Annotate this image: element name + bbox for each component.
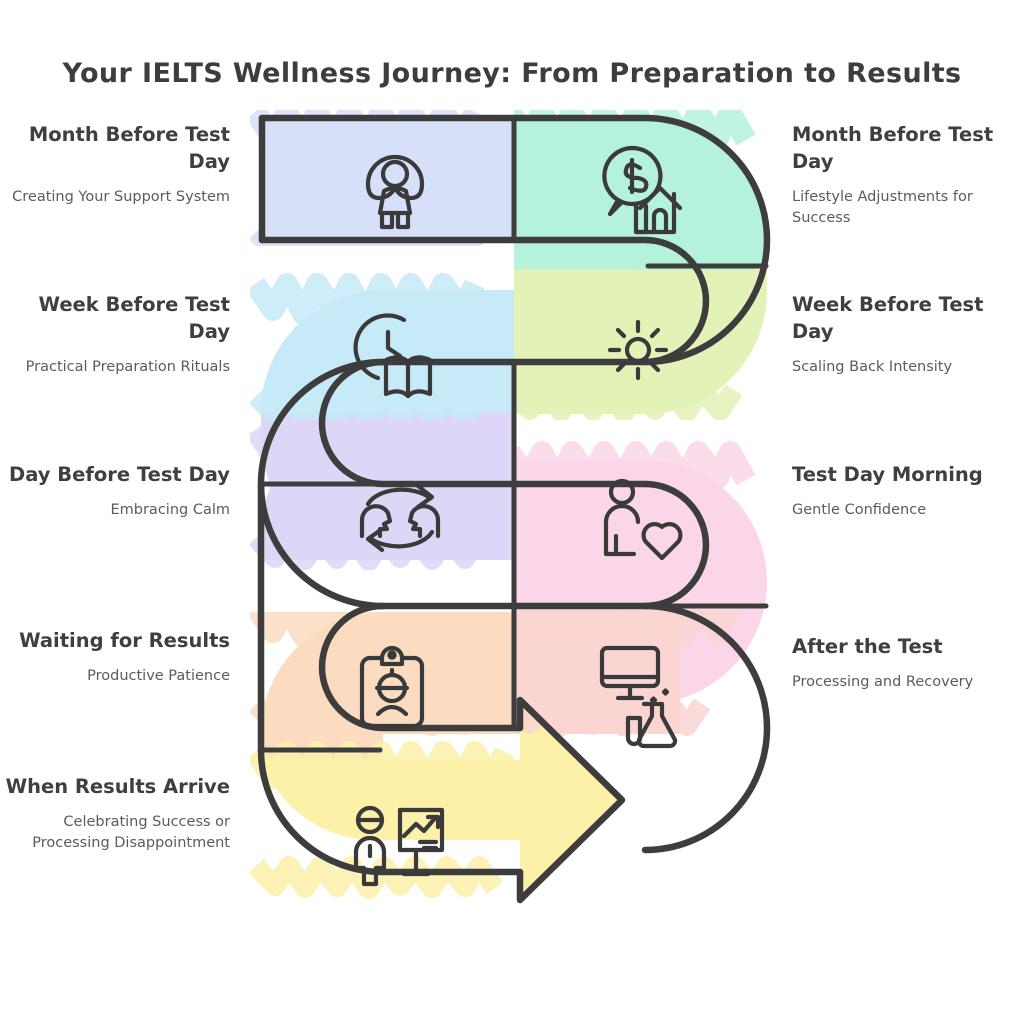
- stage-label-waiting-for-results: Waiting for Results Productive Patience: [0, 628, 249, 687]
- stage-subtitle: Creating Your Support System: [12, 188, 230, 205]
- stage-heading: Month Before Test Day: [792, 123, 994, 173]
- segment-fill-8: [261, 700, 620, 900]
- stage-subtitle: Productive Patience: [87, 667, 230, 684]
- two-heads-cycle-icon: [359, 483, 441, 553]
- person-presenting-chart-icon: [353, 805, 445, 887]
- stage-label-test-day-morning: Test Day Morning Gentle Confidence: [792, 462, 1022, 521]
- segment-dividers: [260, 117, 769, 753]
- stage-subtitle: Celebrating Success or Processing Disapp…: [32, 813, 230, 851]
- stage-subtitle: Lifestyle Adjustments for Success: [792, 188, 973, 226]
- clipboard-face-icon: [359, 645, 425, 729]
- person-heart-icon: [603, 478, 683, 561]
- stage-label-month-before-support: Month Before Test Day Creating Your Supp…: [0, 122, 249, 208]
- stage-label-week-before-scaling: Week Before Test Day Scaling Back Intens…: [792, 292, 1022, 378]
- segment-fill-0: [262, 118, 514, 240]
- stage-heading: When Results Arrive: [5, 775, 230, 798]
- stage-subtitle: Processing and Recovery: [792, 673, 974, 690]
- sun-icon: [607, 319, 669, 381]
- stage-label-month-before-lifestyle: Month Before Test Day Lifestyle Adjustme…: [792, 122, 1022, 229]
- stage-heading: Week Before Test Day: [792, 293, 984, 343]
- stage-subtitle: Gentle Confidence: [792, 501, 927, 518]
- stage-heading: Waiting for Results: [19, 629, 230, 652]
- stage-heading: Month Before Test Day: [28, 123, 230, 173]
- stage-label-when-results-arrive: When Results Arrive Celebrating Success …: [0, 774, 249, 854]
- stage-label-week-before-rituals: Week Before Test Day Practical Preparati…: [0, 292, 249, 378]
- stage-subtitle: Scaling Back Intensity: [792, 358, 953, 375]
- monitor-flask-icon: [599, 645, 678, 749]
- stage-heading: Week Before Test Day: [38, 293, 231, 343]
- stage-subtitle: Embracing Calm: [110, 501, 230, 518]
- stage-subtitle: Practical Preparation Rituals: [25, 358, 230, 375]
- person-arms-open-icon: [365, 154, 425, 230]
- stage-label-after-the-test: After the Test Processing and Recovery: [792, 634, 1022, 693]
- stage-heading: After the Test: [792, 635, 943, 658]
- stage-label-day-before-calm: Day Before Test Day Embracing Calm: [0, 462, 249, 521]
- clock-book-icon: [353, 313, 433, 399]
- page-title: Your IELTS Wellness Journey: From Prepar…: [62, 58, 962, 89]
- stage-heading: Day Before Test Day: [9, 463, 230, 486]
- dollar-speech-bubble-house-icon: [602, 145, 683, 235]
- stage-heading: Test Day Morning: [792, 463, 983, 486]
